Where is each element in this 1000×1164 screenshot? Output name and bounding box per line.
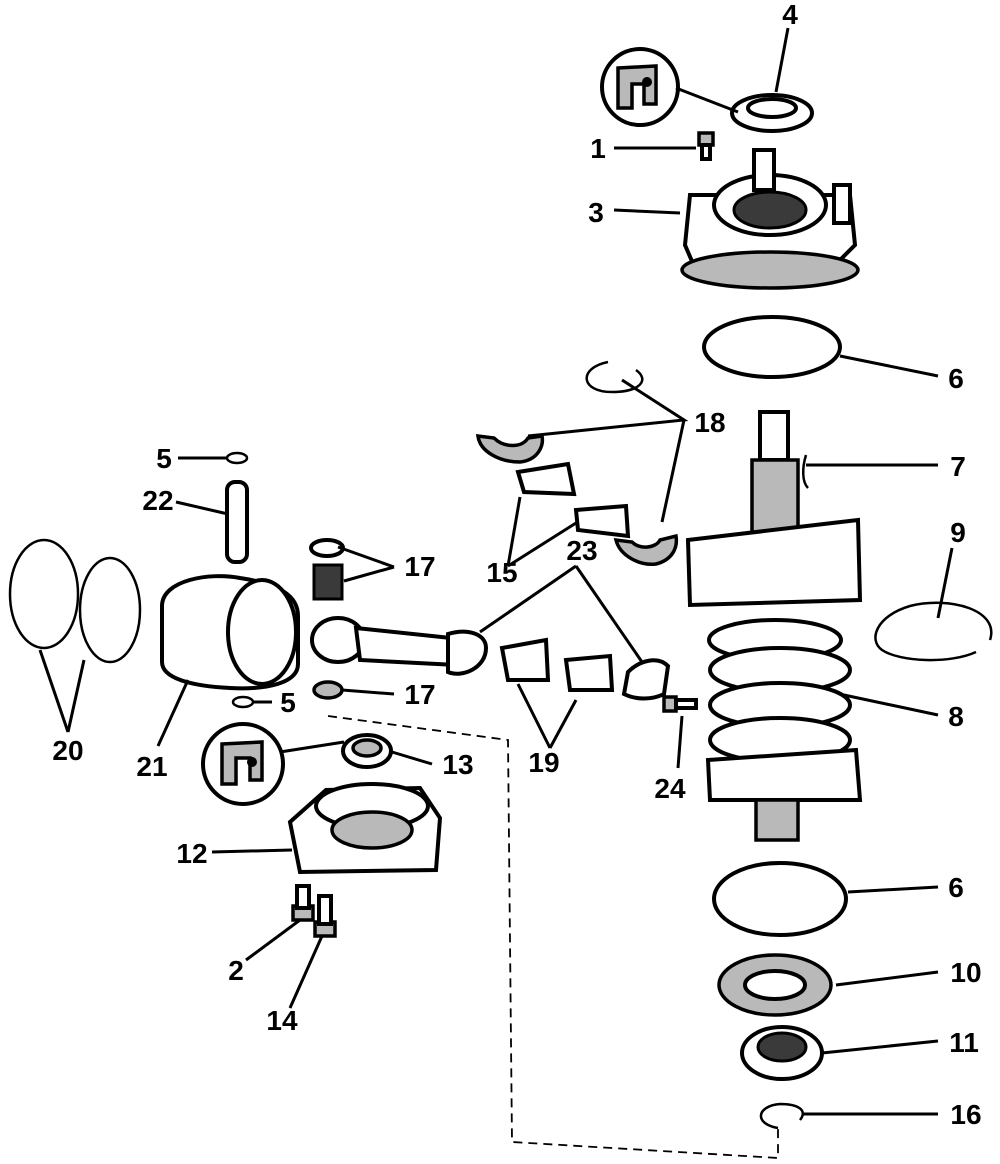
part-20-piston-rings <box>8 538 142 664</box>
callout-7: 7 <box>950 451 966 482</box>
callout-23: 23 <box>566 535 597 566</box>
callout-24: 24 <box>654 773 686 804</box>
part-6-o-ring-upper <box>702 315 842 379</box>
callout-17-lower: 17 <box>404 679 435 710</box>
part-18-retaining-ring <box>585 360 644 394</box>
callout-4: 4 <box>782 0 798 30</box>
part-2-screw <box>291 884 315 922</box>
callout-1: 1 <box>590 133 606 164</box>
callout-13: 13 <box>442 749 473 780</box>
part-7-key <box>802 454 809 489</box>
part-18-bearing-half-b <box>613 533 679 566</box>
part-21-piston <box>160 574 300 691</box>
part-12-lower-bearing-housing <box>287 782 443 875</box>
part-18-bearing-half-a <box>475 433 545 464</box>
part-9-retaining-ring <box>874 601 993 662</box>
part-10-plate <box>717 953 833 1017</box>
callout-10: 10 <box>950 957 981 988</box>
callout-5-lower: 5 <box>280 687 296 718</box>
part-1-screw <box>697 131 715 161</box>
seal-detail-inset-lower <box>201 722 285 806</box>
callout-6-upper: 6 <box>948 363 964 394</box>
callout-6-lower: 6 <box>948 872 964 903</box>
callout-11: 11 <box>949 1027 979 1058</box>
callout-12: 12 <box>176 838 207 869</box>
part-16-snap-ring <box>759 1102 805 1130</box>
part-8-crankshaft <box>685 410 863 842</box>
assembly-guide-line <box>327 715 779 1159</box>
callout-16: 16 <box>950 1099 981 1130</box>
part-13-oil-seal <box>341 733 393 769</box>
callout-9: 9 <box>950 517 966 548</box>
part-6-o-ring-lower <box>712 861 848 937</box>
callout-2: 2 <box>228 955 244 986</box>
part-5-clip-lower <box>231 695 255 709</box>
part-15-needle-bearing-cages <box>515 461 631 539</box>
connecting-rod <box>310 616 489 676</box>
part-5-clip-upper <box>225 451 249 465</box>
callout-3: 3 <box>588 197 604 228</box>
callout-labels: 1 2 3 4 5 5 6 6 7 8 9 10 11 12 13 14 15 … <box>52 0 981 1130</box>
part-23-rod-cap <box>621 658 671 701</box>
part-24-screw <box>662 695 698 713</box>
callout-18: 18 <box>694 407 725 438</box>
part-14-screw <box>313 894 337 938</box>
callout-14: 14 <box>266 1005 298 1036</box>
leader-lines <box>38 27 954 1116</box>
callout-15: 15 <box>486 557 517 588</box>
callout-22: 22 <box>142 485 173 516</box>
callout-19: 19 <box>528 747 559 778</box>
part-4-oil-seal <box>730 93 814 133</box>
callout-20: 20 <box>52 735 83 766</box>
part-3-upper-bearing-housing <box>680 148 860 290</box>
part-11-ball-bearing <box>740 1025 824 1081</box>
part-22-wrist-pin <box>225 480 249 564</box>
seal-detail-inset-top <box>600 47 680 127</box>
callout-5-upper: 5 <box>156 443 172 474</box>
part-19-needle-bearing-cages <box>499 637 615 692</box>
callout-21: 21 <box>136 751 167 782</box>
callout-17-upper: 17 <box>404 551 435 582</box>
part-17-wrist-pin-bearing <box>309 538 345 700</box>
callout-8: 8 <box>948 701 964 732</box>
